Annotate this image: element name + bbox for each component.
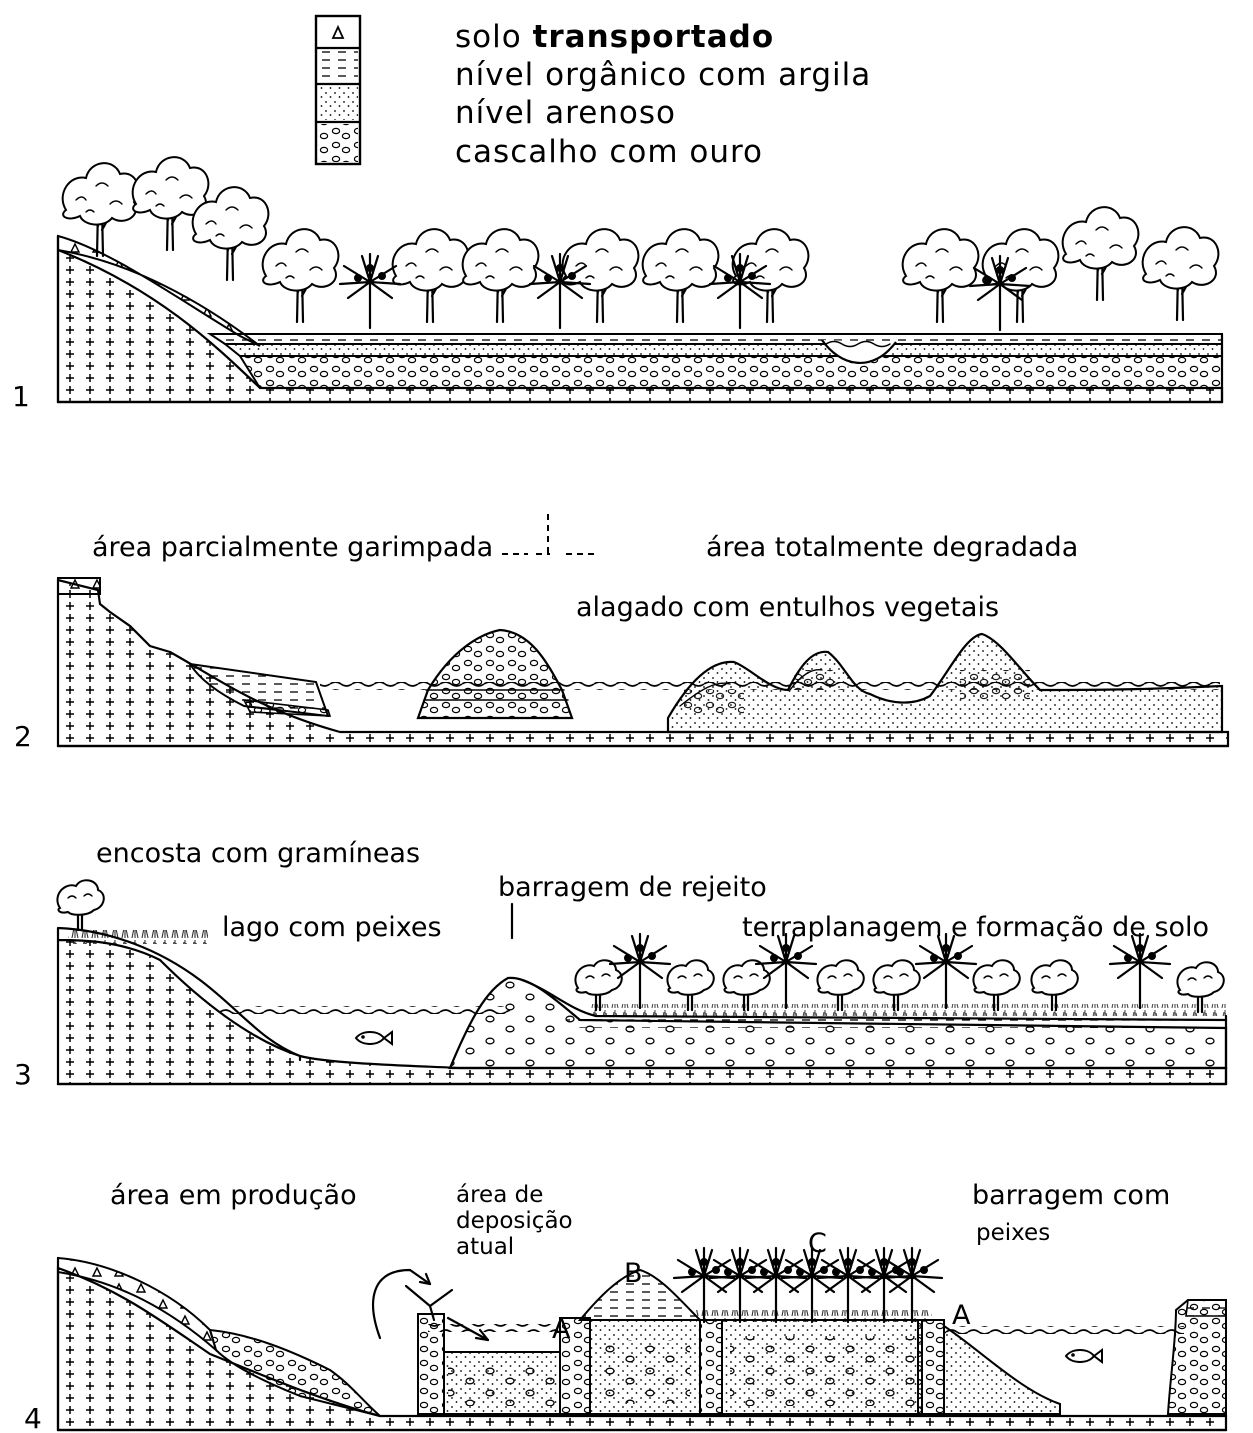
pebble-swatch [318,124,358,162]
panel-1-natural-forest: 1 [12,157,1222,413]
legend-column [316,16,360,164]
forest-canopy [63,157,1219,330]
column-a [560,1318,590,1414]
panel-label: alagado com entulhos vegetais [576,592,999,623]
panel-number: 4 [24,1402,42,1433]
legend-item: cascalho com ouro [455,134,763,170]
panel-label: lago com peixes [222,912,442,943]
replanted-trees [575,934,1223,1012]
grass-slope [68,930,208,944]
panel-label: deposição [456,1208,573,1234]
dot-swatch [318,86,358,120]
hilltop-tree [57,880,103,930]
legend: solo transportado nível orgânico com arg… [316,16,871,170]
fish-icon [356,1032,392,1044]
transported-soil-remnant [58,578,100,594]
panel-label: atual [456,1234,514,1260]
column-a [918,1320,944,1414]
dike-wall [418,1314,444,1414]
panel-label: peixes [976,1220,1050,1246]
organic-clay-layer [210,334,1222,344]
right-dam [1168,1300,1226,1414]
tailings-pile [418,630,572,718]
panel-number: 2 [14,720,32,753]
dam-water [944,1326,1184,1334]
legend-item: solo transportado [455,19,774,55]
panel-label: barragem com [972,1180,1170,1211]
panel-number: 3 [14,1058,32,1091]
panel-label: barragem de rejeito [498,872,767,903]
panel-label: área parcialmente garimpada [92,532,493,563]
panel-2-mining-area: 2 área parcialmente garimpada área total… [14,514,1228,753]
panel-label: área em produção [110,1180,357,1211]
triangle-icon [333,27,343,38]
gravel-layer [240,356,1222,388]
panel-4-production: 4 área em produção área de deposição atu… [24,1180,1226,1433]
panel-label: área de [456,1182,543,1208]
panel-label: área totalmente degradada [706,532,1078,563]
fish-icon [1066,1350,1102,1362]
legend-item: nível arenoso [455,95,676,131]
deposition-water [428,1324,558,1332]
legend-item: nível orgânico com argila [455,57,871,93]
sand-layer [225,344,1222,356]
panel-number: 1 [12,380,30,413]
boundary-marker [502,514,594,556]
panel-3-recovery: 3 encosta com gramíneas barragem de reje… [14,838,1226,1091]
panel-label: encosta com gramíneas [96,838,420,869]
zone-label: C [808,1228,827,1259]
dash-swatch [318,50,358,82]
lake-water [220,1006,510,1014]
